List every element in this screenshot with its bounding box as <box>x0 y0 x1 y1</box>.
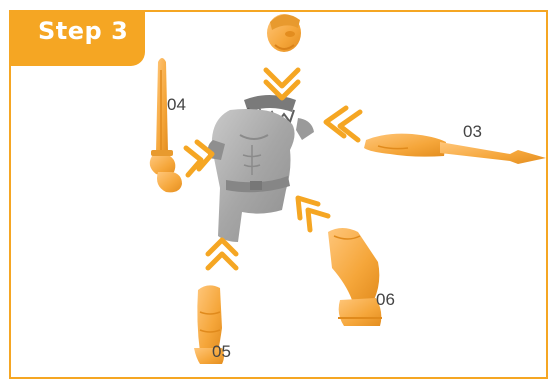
right-leg-part <box>328 228 382 326</box>
arrow-05-up <box>208 240 236 268</box>
part-label-05: 05 <box>212 343 231 360</box>
torso-part <box>208 95 314 242</box>
part-label-03: 03 <box>463 123 482 140</box>
arrow-06-upleft <box>298 198 328 230</box>
part-label-04: 04 <box>167 96 186 113</box>
sword-arm-part <box>150 58 182 192</box>
spear-arm-part <box>364 134 546 164</box>
arrow-head-down <box>266 70 298 98</box>
arrow-04-right <box>186 142 212 175</box>
head-part <box>267 14 301 52</box>
part-label-06: 06 <box>376 291 395 308</box>
arrow-03-left <box>326 108 360 140</box>
